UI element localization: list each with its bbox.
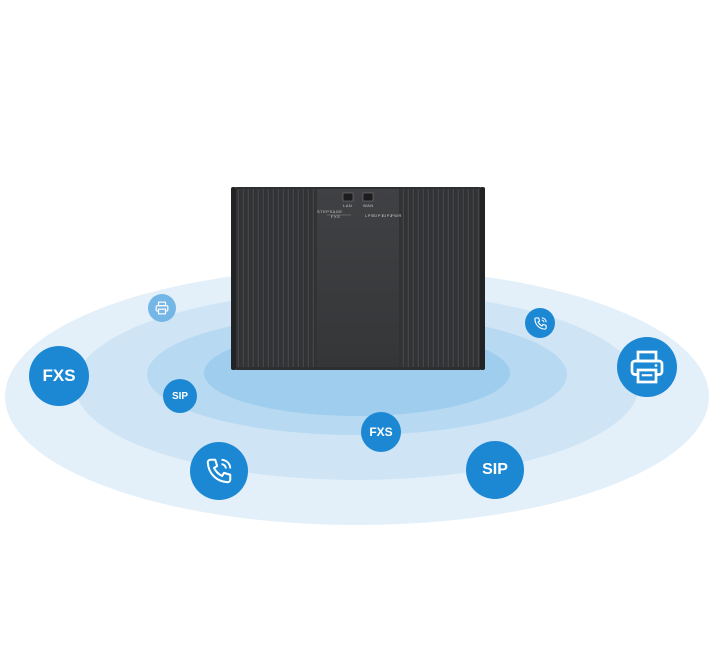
device-body	[231, 187, 485, 370]
sip-bubble-small: SIP	[163, 379, 197, 413]
device-brand: STEPSAGE	[317, 209, 343, 214]
fxs-label: FXS	[369, 425, 393, 439]
sip-label: SIP	[482, 461, 508, 478]
printer-icon	[155, 301, 169, 315]
fxs-bubble-center: FXS	[361, 412, 401, 452]
printer-bubble-small	[148, 294, 176, 322]
led-label-sip2: SIP2	[382, 213, 393, 218]
sip-label: SIP	[171, 390, 189, 402]
led-label-pwr: PWR	[391, 213, 402, 218]
printer-icon	[630, 350, 664, 384]
fxs-label: FXS	[42, 366, 76, 385]
phone-icon	[206, 458, 232, 484]
phone-bubble-small	[525, 308, 555, 338]
fxs-bubble-left: FXS	[29, 346, 89, 406]
wan-port-label: WAN	[363, 203, 374, 208]
phone-icon	[533, 316, 547, 330]
lan-port-label: LAN	[343, 203, 353, 208]
phone-bubble-large	[190, 442, 248, 500]
led-label-lps: LPS	[365, 213, 375, 218]
printer-bubble-large	[617, 337, 677, 397]
device-port-label: FXS	[331, 214, 341, 219]
gateway-device: STEPSAGE FXS LAN WAN LPS SIP1 SIP2 PWR	[231, 187, 485, 370]
sip-bubble-large: SIP	[466, 441, 524, 499]
led-label-sip1: SIP1	[373, 213, 384, 218]
